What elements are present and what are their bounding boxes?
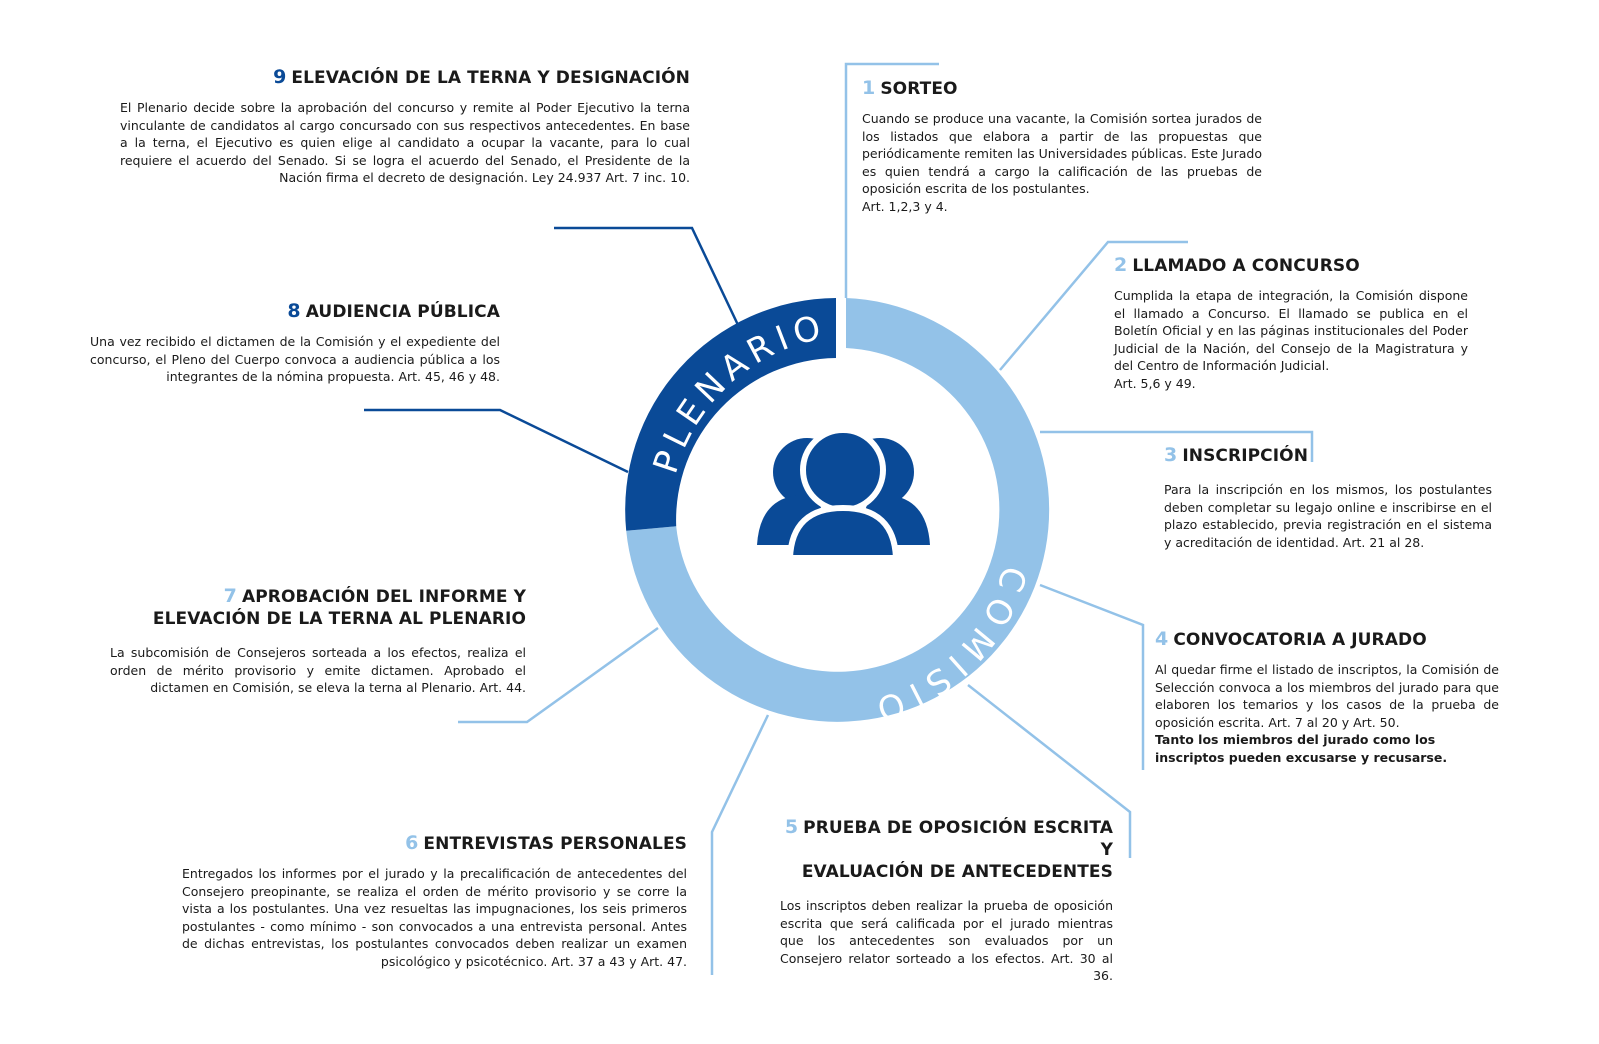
step-1-description: Cuando se produce una vacante, la Comisi…: [862, 111, 1262, 214]
step-2-number: 2: [1114, 254, 1128, 276]
connector-step-5: [967, 684, 1132, 858]
ring-segment-plenario: [625, 298, 836, 531]
step-6-number: 6: [405, 832, 419, 854]
connector-step-1: [844, 62, 939, 298]
step-1-article: Art. 1,2,3 y 4.: [862, 198, 948, 214]
step-8-description: Una vez recibido el dictamen de la Comis…: [90, 334, 500, 384]
step-3-number: 3: [1164, 444, 1178, 466]
connector-step-8: [364, 408, 629, 474]
connector-step-4: [1039, 583, 1145, 770]
connector-step-7: [458, 626, 659, 724]
step-4-article: Art. 7 al 20 y Art. 50.: [1268, 714, 1400, 730]
step-8-article: Art. 45, 46 y 48.: [398, 369, 500, 384]
step-2-article: Art. 5,6 y 49.: [1114, 375, 1196, 391]
step-9-article: Ley 24.937 Art. 7 inc. 10.: [531, 170, 690, 185]
step-1-number: 1: [862, 77, 876, 99]
step-3-description: Para la inscripción en los mismos, los p…: [1164, 482, 1492, 550]
connector-step-3: [1040, 430, 1314, 462]
users-group-icon: [757, 427, 930, 561]
connector-step-9: [554, 226, 740, 326]
step-4-number: 4: [1155, 628, 1169, 650]
step-5-number: 5: [784, 816, 799, 838]
step-7-number: 7: [223, 585, 237, 607]
step-5-article: Art. 30 al 36.: [1050, 950, 1113, 984]
step-3-article: Art. 21 al 28.: [1342, 534, 1425, 550]
step-4-extra: Tanto los miembros del jurado como los i…: [1155, 732, 1448, 765]
step-7-description: La subcomisión de Consejeros sorteada a …: [110, 645, 526, 695]
step-5-description: Los inscriptos deben realizar la prueba …: [780, 898, 1113, 984]
connector-step-6: [710, 714, 770, 975]
step-6-description: Entregados los informes por el jurado y …: [182, 866, 687, 969]
step-9-description: El Plenario decide sobre la aprobación d…: [120, 100, 690, 185]
connector-step-2: [999, 240, 1188, 371]
step-8-number: 8: [287, 300, 301, 322]
step-7-article: Art. 44.: [479, 680, 526, 695]
step-4-description: Al quedar firme el listado de inscriptos…: [1155, 662, 1499, 765]
step-2-description: Cumplida la etapa de integración, la Com…: [1114, 288, 1468, 391]
connector-lines-dark: [364, 226, 740, 474]
step-6-article: Art. 37 a 43 y Art. 47.: [551, 953, 687, 969]
connector-lines-light: [458, 62, 1314, 975]
step-9-number: 9: [273, 66, 287, 88]
